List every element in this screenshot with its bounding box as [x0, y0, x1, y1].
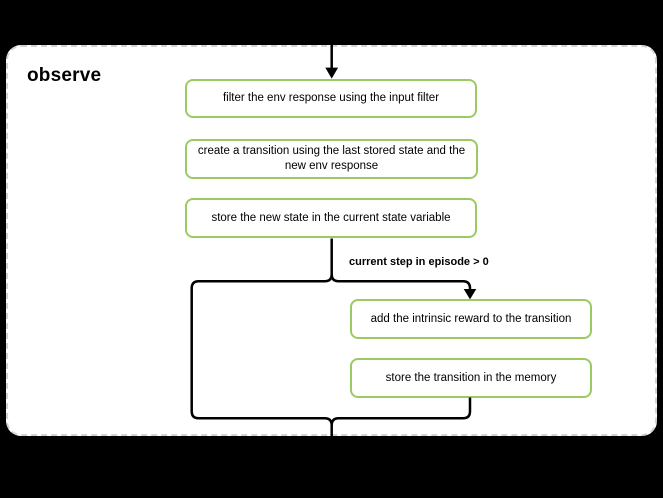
step-label: filter the env response using the input …: [222, 92, 440, 105]
step-label: create a transition using the last store…: [197, 145, 466, 172]
step-box-store-transition: store the transition in the memory: [350, 358, 592, 398]
step-label: store the new state in the current state…: [211, 211, 451, 224]
step-box-add-intrinsic-reward: add the intrinsic reward to the transiti…: [350, 299, 592, 339]
branch-condition-label: current step in episode > 0: [349, 256, 489, 268]
step-label: store the transition in the memory: [385, 371, 557, 384]
panel-title: observe: [27, 65, 102, 86]
step-box-create-transition: create a transition using the last store…: [185, 139, 478, 179]
step-box-filter-env-response: filter the env response using the input …: [185, 79, 477, 118]
step-label: add the intrinsic reward to the transiti…: [370, 312, 572, 325]
step-box-store-new-state: store the new state in the current state…: [185, 198, 477, 238]
